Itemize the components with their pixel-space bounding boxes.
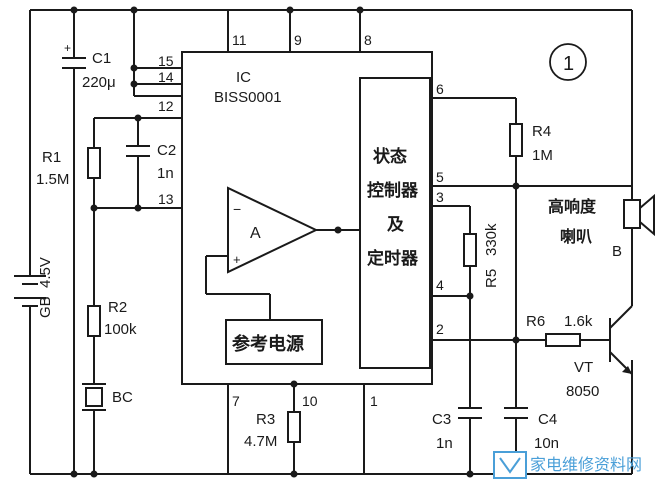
r1-name: R1 <box>42 149 61 166</box>
pin-6: 6 <box>436 81 444 97</box>
state-line-1: 状态 <box>373 146 407 167</box>
ic-right-pins <box>430 97 632 341</box>
figure-number-circle <box>549 43 587 81</box>
opamp-a <box>205 186 360 320</box>
reference-source-box <box>225 319 323 365</box>
watermark: 家电维修资料网 <box>493 451 642 479</box>
r2-value: 100k <box>104 321 137 338</box>
r3-value: 4.7M <box>244 433 277 450</box>
ic-name: IC <box>236 69 251 86</box>
r2-name: R2 <box>108 299 127 316</box>
pin-5: 5 <box>436 169 444 185</box>
capacitor-c1 <box>62 10 86 474</box>
power-rails <box>29 9 633 475</box>
c1-name: C1 <box>92 50 111 67</box>
vt-name: VT <box>574 359 593 376</box>
c2-value: 1n <box>157 165 174 182</box>
r6-value: 1.6k <box>564 313 593 330</box>
pin-11: 11 <box>232 32 247 48</box>
watermark-text: 家电维修资料网 <box>530 455 642 474</box>
opamp-plus: + <box>233 252 241 267</box>
ic-part: BISS0001 <box>214 89 282 106</box>
r4-name: R4 <box>532 123 551 140</box>
bc-name: BC <box>112 389 133 406</box>
ic-bottom-pins <box>227 380 365 474</box>
state-line-2: 控制器 <box>367 180 419 201</box>
speaker-label-2: 喇叭 <box>560 227 592 246</box>
state-line-3: 及 <box>387 215 405 235</box>
driver-stage <box>545 305 633 375</box>
pins-15-14-wiring <box>130 10 182 97</box>
pin-12: 12 <box>158 98 174 114</box>
timing-network <box>458 98 528 478</box>
speaker-label-1: 高响度 <box>548 197 597 216</box>
r4-value: 1M <box>532 147 553 164</box>
c3-name: C3 <box>432 411 451 428</box>
c1-plus: + <box>64 41 71 55</box>
battery-value: 4.5V <box>37 257 54 288</box>
r2-bc-branch <box>82 305 106 474</box>
junctions <box>70 6 298 478</box>
pin-13: 13 <box>158 191 174 207</box>
opamp-minus: − <box>233 201 241 217</box>
c3-value: 1n <box>436 435 453 452</box>
pin-10: 10 <box>302 393 318 409</box>
state-controller-box <box>359 77 431 369</box>
pin-7: 7 <box>232 393 240 409</box>
r3-name: R3 <box>256 411 275 428</box>
battery-name: GB <box>37 296 54 318</box>
pin-8: 8 <box>364 32 372 48</box>
opamp-label: A <box>250 225 261 242</box>
r5-value: 330k <box>483 223 500 256</box>
pin-1: 1 <box>370 393 378 409</box>
pin-9: 9 <box>294 32 302 48</box>
state-line-4: 定时器 <box>367 248 419 269</box>
c2-name: C2 <box>157 142 176 159</box>
ic-top-pins <box>227 6 364 52</box>
pin-15: 15 <box>158 53 174 69</box>
pin-2: 2 <box>436 321 444 337</box>
c4-name: C4 <box>538 411 557 428</box>
vt-value: 8050 <box>566 383 599 400</box>
reference-source-label: 参考电源 <box>232 333 304 355</box>
pin-14: 14 <box>158 69 174 85</box>
pin-3: 3 <box>436 189 444 205</box>
speaker-b <box>623 193 655 237</box>
figure-number: 1 <box>563 53 574 75</box>
c1-value: 220μ <box>82 74 116 91</box>
c4-value: 10n <box>534 435 559 452</box>
battery-gb <box>14 265 46 318</box>
pin-4: 4 <box>436 277 444 293</box>
r1-value: 1.5M <box>36 171 69 188</box>
speaker-name: B <box>612 243 622 260</box>
r5-name: R5 <box>483 269 500 288</box>
r6-name: R6 <box>526 313 545 330</box>
